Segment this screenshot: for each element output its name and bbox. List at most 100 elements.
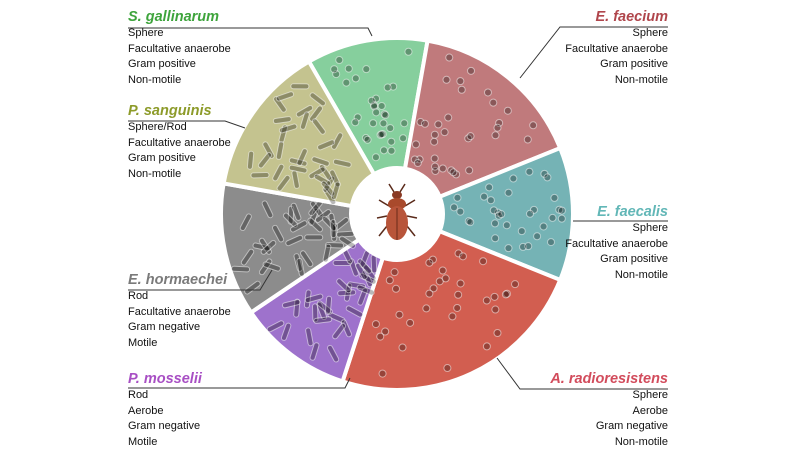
cell-mark <box>377 130 386 139</box>
cell-mark <box>257 152 273 169</box>
cell-mark <box>250 172 270 179</box>
cell-mark <box>377 101 386 110</box>
leader-line-e-faecium <box>519 26 668 79</box>
cell-mark <box>324 295 333 315</box>
cell-mark <box>332 158 352 168</box>
cell-mark <box>330 181 341 200</box>
cell-mark <box>314 209 332 223</box>
cell-mark <box>262 261 281 272</box>
cell-mark <box>278 123 298 134</box>
cell-mark <box>511 280 520 289</box>
cell-mark <box>313 316 333 324</box>
cell-mark <box>283 212 299 228</box>
label-e-faecium: E. faecium Sphere Facultative anaerobe G… <box>565 8 668 88</box>
leader-line-e-hormaechei <box>128 269 273 291</box>
cell-mark <box>440 128 449 137</box>
cell-mark <box>524 242 533 251</box>
cell-mark <box>290 202 302 221</box>
cell-mark <box>304 234 324 241</box>
cell-mark <box>395 310 404 319</box>
leader-line-p-sanguinis <box>128 120 246 129</box>
cell-mark <box>431 162 440 171</box>
cell-mark <box>280 322 292 341</box>
cell-mark <box>504 244 513 253</box>
trait-shape: Rod <box>128 290 149 302</box>
cell-mark <box>467 66 476 75</box>
trait-shape: Rod <box>128 389 149 401</box>
cell-mark <box>309 92 326 107</box>
cell-mark <box>456 279 465 288</box>
label-e-hormaechei: E. hormaechei Rod Facultative anaerobe G… <box>128 271 231 351</box>
cell-mark <box>449 168 458 177</box>
cell-mark <box>356 284 375 296</box>
cell-mark <box>379 119 388 128</box>
cell-mark <box>529 121 538 130</box>
cell-mark <box>429 284 438 293</box>
cell-mark <box>386 124 395 133</box>
cell-mark <box>351 118 360 127</box>
cell-mark <box>390 268 399 277</box>
cell-mark <box>526 209 535 218</box>
trait-motility: Non-motile <box>128 73 182 86</box>
cell-mark <box>466 218 475 227</box>
cell-mark <box>272 163 285 182</box>
trait-motility: Non-motile <box>614 73 668 86</box>
cell-mark <box>342 78 351 87</box>
cell-mark <box>276 174 291 192</box>
cell-mark <box>543 173 552 182</box>
cell-mark <box>381 327 390 336</box>
cell-mark <box>443 364 452 373</box>
cell-mark <box>372 108 381 117</box>
trait-gram: Gram positive <box>128 58 196 70</box>
cell-mark <box>260 240 277 255</box>
cell-mark <box>438 266 447 275</box>
cell-mark <box>548 213 557 222</box>
cell-mark <box>351 74 360 83</box>
cell-mark <box>400 119 409 128</box>
cell-mark <box>546 238 555 247</box>
cell-mark <box>453 193 462 202</box>
cell-mark <box>285 234 304 247</box>
cell-mark <box>525 167 534 176</box>
cell-mark <box>363 135 372 144</box>
trait-oxygen: Facultative anaerobe <box>565 42 668 55</box>
leader-line-a-radioresistens <box>496 357 668 390</box>
cell-mark <box>411 140 420 149</box>
cell-mark <box>483 88 492 97</box>
cell-mark <box>497 210 506 219</box>
cell-mark <box>296 257 305 277</box>
species-name: A. radioresistens <box>550 371 668 387</box>
cell-mark <box>466 132 475 141</box>
cell-mark <box>490 219 499 228</box>
cell-mark <box>441 274 450 283</box>
cell-mark <box>305 327 314 347</box>
cell-mark <box>335 230 355 238</box>
cell-mark <box>357 258 373 274</box>
sector-e-faecium <box>394 38 563 218</box>
trait-gram: Gram positive <box>600 58 668 70</box>
cell-mark <box>438 164 447 173</box>
cell-mark <box>392 284 401 293</box>
cell-mark <box>482 296 491 305</box>
cell-mark <box>406 318 415 327</box>
species-name: P. sanguinis <box>128 103 212 119</box>
cell-mark <box>329 169 341 188</box>
cell-mark <box>413 158 422 167</box>
cell-mark <box>444 113 453 122</box>
cell-mark <box>344 64 353 73</box>
trait-oxygen: Facultative anaerobe <box>128 136 231 149</box>
species-name: S. gallinarum <box>128 9 220 25</box>
cell-mark <box>502 221 511 230</box>
trait-oxygen: Aerobe <box>632 404 668 417</box>
cell-mark <box>309 342 320 361</box>
cell-mark <box>307 217 323 233</box>
cell-mark <box>485 183 494 192</box>
cell-mark <box>404 47 413 56</box>
trait-oxygen: Aerobe <box>128 404 164 417</box>
cell-mark <box>358 272 377 285</box>
leader-line-p-mosselii <box>128 377 351 389</box>
cell-mark <box>557 214 566 223</box>
cell-mark <box>416 118 425 127</box>
